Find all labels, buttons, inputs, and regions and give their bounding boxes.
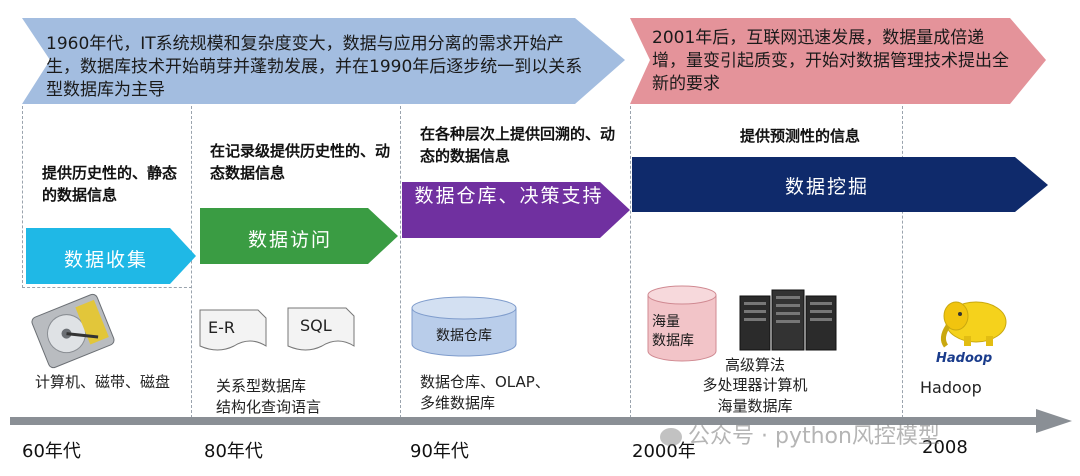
massive-db-cylinder-icon xyxy=(647,285,717,362)
er-label: E-R xyxy=(208,318,235,337)
year-90s: 90年代 xyxy=(410,441,469,462)
stage-4-caption-3: 海量数据库 xyxy=(717,397,793,415)
right-banner-shape xyxy=(630,18,1046,104)
sql-label: SQL xyxy=(300,316,332,335)
stage-4-label: 数据挖掘 xyxy=(784,176,869,198)
hard-disk-icon xyxy=(31,293,115,369)
year-80s: 80年代 xyxy=(204,441,263,462)
stage-3-arrow xyxy=(402,182,630,238)
massive-db-label-2: 数据库 xyxy=(652,333,694,349)
left-banner-shape xyxy=(22,18,625,104)
stage-1-desc: 提供历史性的、静态的数据信息 xyxy=(42,164,178,204)
server-rack-icon xyxy=(739,289,837,351)
stage-3-caption-1: 数据仓库、OLAP、 xyxy=(420,373,550,391)
stage-2-caption-2: 结构化查询语言 xyxy=(216,398,322,416)
warehouse-cylinder-icon xyxy=(411,296,517,357)
separator-2 xyxy=(400,106,401,418)
stage-3-caption-2: 多维数据库 xyxy=(420,394,496,412)
er-document-icon xyxy=(199,309,267,351)
stage-2-desc: 在记录级提供历史性的、动态数据信息 xyxy=(210,142,391,182)
sql-document-icon xyxy=(287,307,355,351)
timeline-axis xyxy=(10,409,1072,433)
separator-3 xyxy=(630,106,631,418)
stage-1-label: 数据收集 xyxy=(63,249,148,271)
stage-2-label: 数据访问 xyxy=(247,229,332,251)
stage-4-arrow xyxy=(632,157,1048,212)
year-2000: 2000年 xyxy=(632,441,696,462)
stage-3-label: 数据仓库、决策支持 xyxy=(414,185,604,207)
warehouse-label: 数据仓库 xyxy=(436,328,492,344)
separator-4 xyxy=(902,106,903,418)
hadoop-logo-text: Hadoop xyxy=(936,351,993,366)
separator-0 xyxy=(22,106,23,288)
left-banner-text: 1960年代，IT系统规模和复杂度变大，数据与应用分离的需求开始产生，数据库技术… xyxy=(46,34,583,100)
stage-2-arrow xyxy=(200,208,398,264)
watermark-text: 公众号 · python风控模型 xyxy=(688,424,940,449)
wechat-icon xyxy=(660,428,682,446)
hadoop-elephant-icon xyxy=(940,301,1007,348)
massive-db-label-1: 海量 xyxy=(652,314,680,330)
separator-1 xyxy=(191,106,192,418)
right-banner-text: 2001年后，互联网迅速发展，数据量成倍递增，量变引起质变，开始对数据管理技术提… xyxy=(652,28,1009,94)
stage-2-caption-1: 关系型数据库 xyxy=(216,377,307,395)
stage-4-desc: 提供预测性的信息 xyxy=(740,127,861,145)
stage-1-arrow xyxy=(26,228,196,284)
stage-4-caption-1: 高级算法 xyxy=(724,356,785,374)
year-2008: 2008 xyxy=(922,437,968,458)
stage-3-desc: 在各种层次上提供回溯的、动态的数据信息 xyxy=(420,125,616,165)
watermark: 公众号 · python风控模型 xyxy=(660,418,940,450)
year-60s: 60年代 xyxy=(22,441,81,462)
stage-1-caption: 计算机、磁带、磁盘 xyxy=(35,373,171,391)
stage-arrows xyxy=(26,157,1048,284)
top-banners xyxy=(22,18,1046,104)
separator-h xyxy=(22,287,192,288)
stage-4-caption-2: 多处理器计算机 xyxy=(702,376,808,394)
stage-5-caption: Hadoop xyxy=(920,378,982,397)
